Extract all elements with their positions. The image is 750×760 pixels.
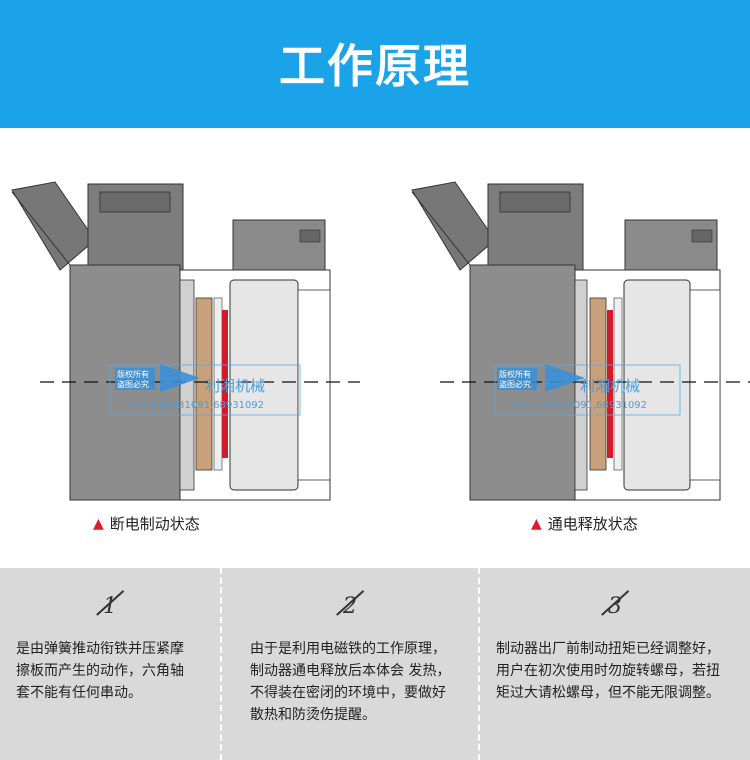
header-banner: 工作原理 bbox=[0, 0, 750, 128]
notes-panel: 1 是由弹簧推动衔铁并压紧摩 擦板而产生的动作，六角轴 套不能有任何串动。 2 … bbox=[0, 568, 750, 760]
watermark-badge-line2: 盗图必究 bbox=[499, 379, 531, 389]
column-divider bbox=[478, 568, 480, 760]
triangle-icon: ▲ bbox=[531, 515, 542, 532]
watermark-phone: 0551-68931091,68931092 bbox=[130, 400, 264, 411]
triangle-icon: ▲ bbox=[93, 515, 104, 532]
note-text: 制动器出厂前制动扭矩已经调整好， 用户在初次使用时勿旋转螺母，若扭 矩过大请松螺… bbox=[496, 641, 720, 701]
note-text: 是由弹簧推动衔铁并压紧摩 擦板而产生的动作，六角轴 套不能有任何串动。 bbox=[16, 641, 184, 701]
watermark-brand: 利湘机械 bbox=[205, 377, 265, 395]
page-title: 工作原理 bbox=[279, 39, 471, 93]
caption-power-off: ▲ 断电制动状态 bbox=[93, 513, 200, 534]
watermark-brand: 利湘机械 bbox=[580, 377, 640, 395]
caption-text: 通电释放状态 bbox=[547, 515, 638, 533]
caption-text: 断电制动状态 bbox=[109, 515, 200, 533]
brake-diagram-power-off: 版权所有 盗图必究 利湘机械 0551-68931091,68931092 bbox=[0, 170, 360, 510]
note-number: 3 bbox=[608, 594, 622, 619]
note-3: 3 制动器出厂前制动扭矩已经调整好， 用户在初次使用时勿旋转螺母，若扭 矩过大请… bbox=[480, 568, 750, 760]
caption-power-on: ▲ 通电释放状态 bbox=[531, 513, 638, 534]
watermark-badge-line1: 版权所有 bbox=[117, 369, 149, 379]
note-2: 2 由于是利用电磁铁的工作原理， 制动器通电释放后本体会 发热， 不得装在密闭的… bbox=[222, 568, 478, 760]
note-text: 由于是利用电磁铁的工作原理， 制动器通电释放后本体会 发热， 不得装在密闭的环境… bbox=[250, 641, 451, 723]
note-number: 2 bbox=[343, 594, 357, 619]
note-1: 1 是由弹簧推动衔铁并压紧摩 擦板而产生的动作，六角轴 套不能有任何串动。 bbox=[0, 568, 220, 760]
brake-diagram-power-on: 版权所有 盗图必究 利湘机械 0551-68931091,68931092 bbox=[400, 170, 750, 510]
column-divider bbox=[220, 568, 222, 760]
watermark-phone: 0551-68931091,68931092 bbox=[513, 400, 647, 411]
brake-cross-section-left: 版权所有 盗图必究 利湘机械 0551-68931091,68931092 bbox=[11, 181, 360, 501]
watermark-badge-line1: 版权所有 bbox=[499, 369, 531, 379]
watermark-badge-line2: 盗图必究 bbox=[117, 379, 149, 389]
brake-cross-section-right: 版权所有 盗图必究 利湘机械 0551-68931091,68931092 bbox=[411, 181, 750, 501]
note-number: 1 bbox=[103, 594, 117, 619]
